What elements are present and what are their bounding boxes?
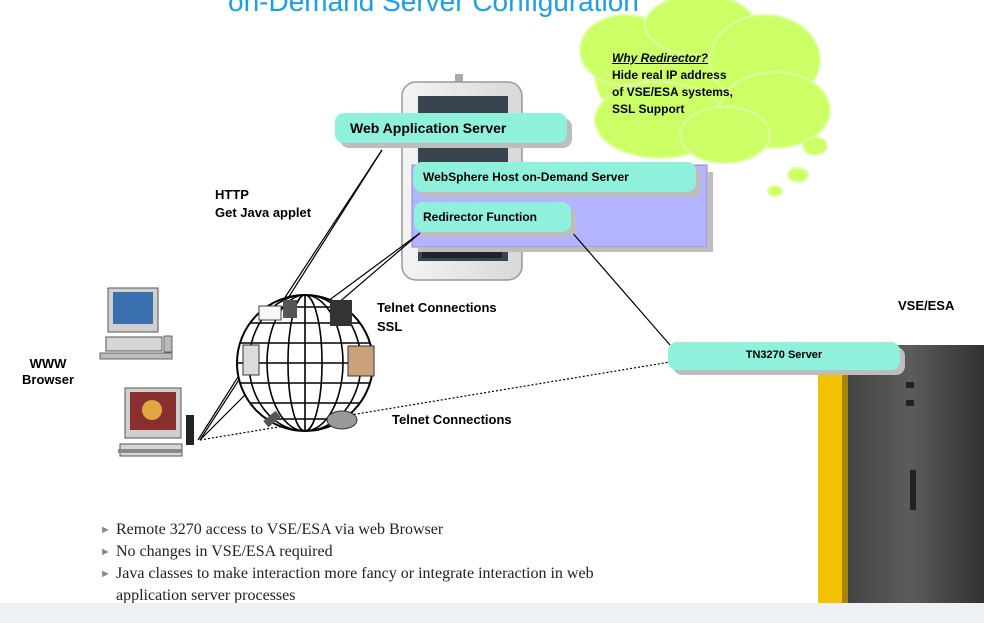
bullet-text: Java classes to make interaction more fa…	[116, 565, 594, 582]
globe-icon	[236, 294, 375, 432]
cloud-line-2: of VSE/ESA systems,	[612, 85, 733, 99]
bullet-text: Remote 3270 access to VSE/ESA via web Br…	[116, 521, 444, 538]
desktop-computer-icon	[99, 287, 173, 360]
www-browser-label: WWW Browser	[22, 356, 74, 388]
http-label-line-2: Get Java applet	[215, 205, 312, 220]
cloud-line-1: Hide real IP address	[612, 68, 727, 82]
thought-cloud	[579, 0, 831, 197]
cloud-question: Why Redirector?	[612, 51, 709, 65]
bullet-arrow-icon: ►	[100, 546, 111, 558]
bullet-arrow-icon: ►	[100, 524, 111, 536]
cloud-line-3: SSL Support	[612, 102, 685, 116]
telnet-ssl-label-line-1: Telnet Connections	[377, 300, 497, 315]
cloud-text: Why Redirector? Hide real IP address of …	[612, 50, 733, 118]
bullet-item: ► No changes in VSE/ESA required	[100, 541, 820, 563]
tn3270-server-box: TN3270 Server	[668, 342, 900, 370]
vse-esa-label: VSE/ESA	[898, 298, 955, 313]
http-label-line-1: HTTP	[215, 187, 249, 202]
browser-label: Browser	[22, 372, 75, 387]
workstation-icon	[118, 387, 194, 457]
bullet-item: ► Remote 3270 access to VSE/ESA via web …	[100, 519, 820, 541]
mainframe-icon	[818, 345, 984, 623]
footer-band	[0, 603, 984, 623]
telnet-ssl-label: Telnet Connections SSL	[377, 298, 497, 336]
web-application-server-box: Web Application Server	[335, 113, 567, 143]
telnet-connections-label: Telnet Connections	[392, 412, 512, 427]
bullet-text-continuation: application server processes	[116, 587, 296, 604]
redirector-function-box: Redirector Function	[414, 202, 571, 232]
bullet-item: ► Java classes to make interaction more …	[100, 563, 820, 607]
bullet-arrow-icon: ►	[100, 568, 111, 580]
host-on-demand-server-box: WebSphere Host on-Demand Server	[413, 162, 696, 192]
bullet-text: No changes in VSE/ESA required	[116, 543, 333, 560]
telnet-ssl-label-line-2: SSL	[377, 319, 403, 334]
bullet-list: ► Remote 3270 access to VSE/ESA via web …	[100, 519, 820, 607]
www-label: WWW	[29, 356, 67, 371]
http-label: HTTP Get Java applet	[215, 186, 311, 222]
page-title: on-Demand Server Configuration	[228, 0, 639, 17]
